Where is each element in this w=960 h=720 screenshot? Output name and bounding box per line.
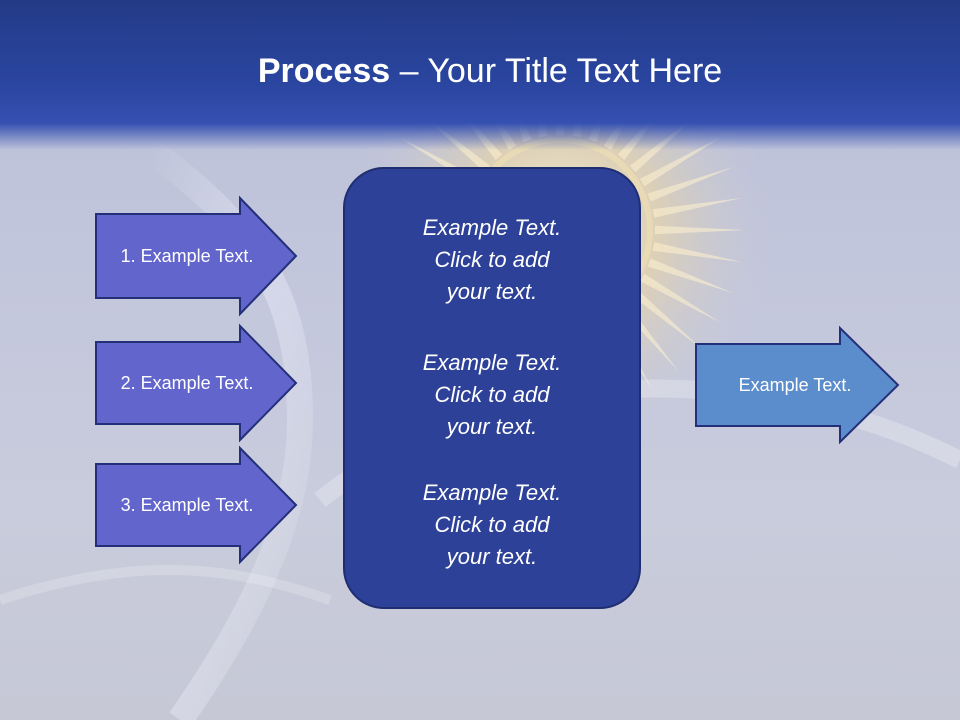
sun-ray (647, 258, 734, 294)
center-line: your text. (446, 279, 538, 304)
output-arrow-label: Example Text. (739, 375, 852, 395)
left-arrow-2-label: 2. Example Text. (121, 373, 254, 393)
slide-title: Process – Your Title Text Here (0, 52, 960, 91)
sun-ray (654, 225, 745, 235)
center-line: Example Text. (422, 215, 562, 240)
center-line: Example Text. (422, 350, 562, 375)
title-rest: – Your Title Text Here (390, 52, 723, 90)
sun-ray (629, 287, 702, 349)
left-arrow-3[interactable]: 3. Example Text. (95, 445, 298, 565)
center-text-block-2: Example Text. Click to add your text. (344, 347, 640, 443)
left-arrow-3-label: 3. Example Text. (121, 495, 254, 515)
light-arc-low (0, 565, 332, 605)
title-bold: Process (257, 52, 391, 90)
sun-ray (652, 197, 743, 218)
center-line: your text. (446, 544, 538, 569)
center-line: Click to add (434, 512, 550, 537)
left-arrow-2[interactable]: 2. Example Text. (95, 323, 298, 443)
left-arrow-1[interactable]: 1. Example Text. (95, 195, 298, 317)
center-text-block-3: Example Text. Click to add your text. (344, 477, 640, 573)
center-line: Click to add (434, 382, 550, 407)
sun-ray (647, 166, 734, 202)
sun-ray (652, 242, 743, 263)
center-line: Click to add (434, 247, 550, 272)
center-line: your text. (446, 414, 538, 439)
sun-ray (640, 273, 721, 323)
title-bar (0, 0, 960, 150)
center-text-block-1: Example Text. Click to add your text. (344, 212, 640, 308)
center-line: Example Text. (422, 480, 562, 505)
left-arrow-1-label: 1. Example Text. (121, 246, 254, 266)
output-arrow[interactable]: Example Text. (695, 325, 900, 445)
center-process-box[interactable] (343, 167, 641, 609)
